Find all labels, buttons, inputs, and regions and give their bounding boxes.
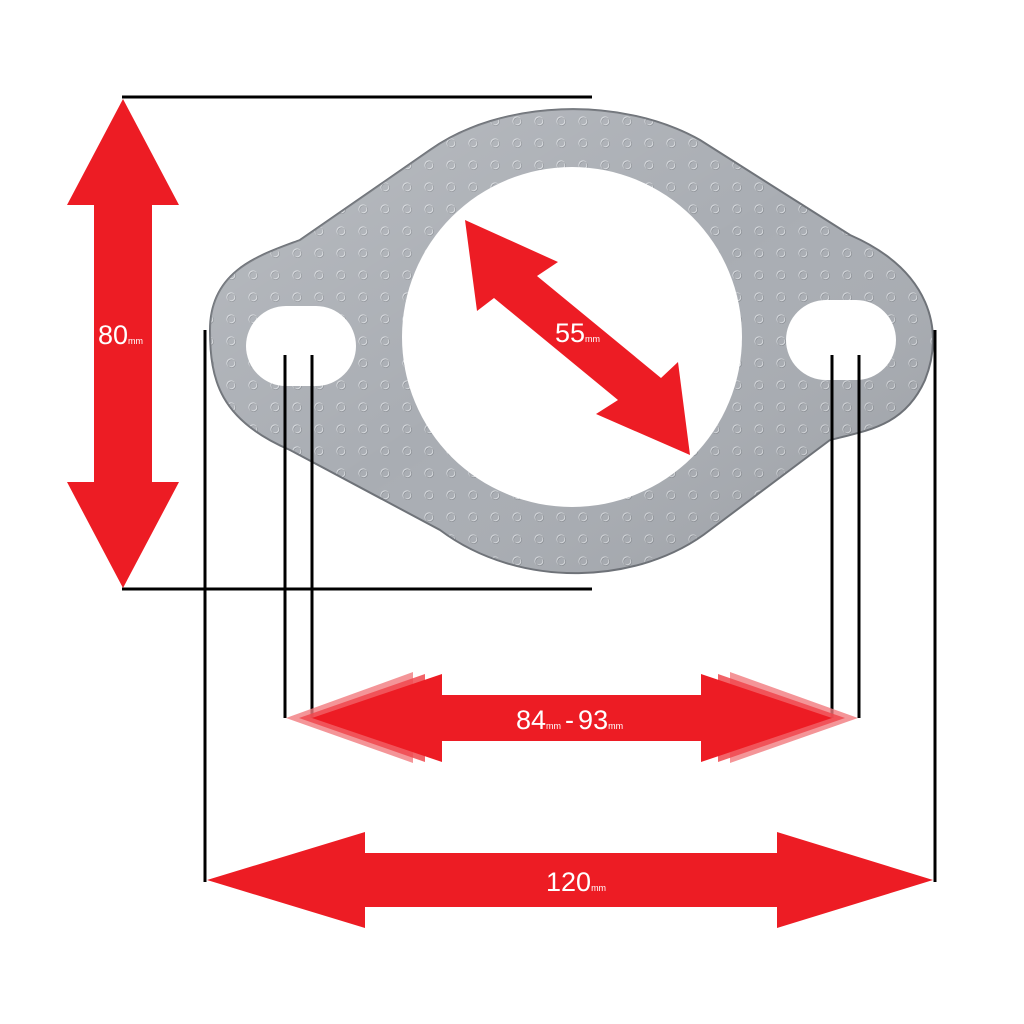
height-dimension-arrow: 80mm [67, 99, 179, 588]
bolt-spacing-arrow: 84mm-93mm [286, 672, 858, 763]
overall-width-label: 120mm [546, 867, 606, 897]
inner-diameter-label: 55mm [555, 318, 600, 348]
overall-width-arrow: 120mm [207, 832, 933, 928]
height-label: 80mm [98, 320, 143, 350]
height-extension-lines [122, 95, 592, 591]
bolt-spacing-label: 84mm-93mm [516, 705, 623, 735]
width-extension-lines [203, 330, 937, 882]
inner-diameter-arrow: 55mm [465, 220, 690, 455]
